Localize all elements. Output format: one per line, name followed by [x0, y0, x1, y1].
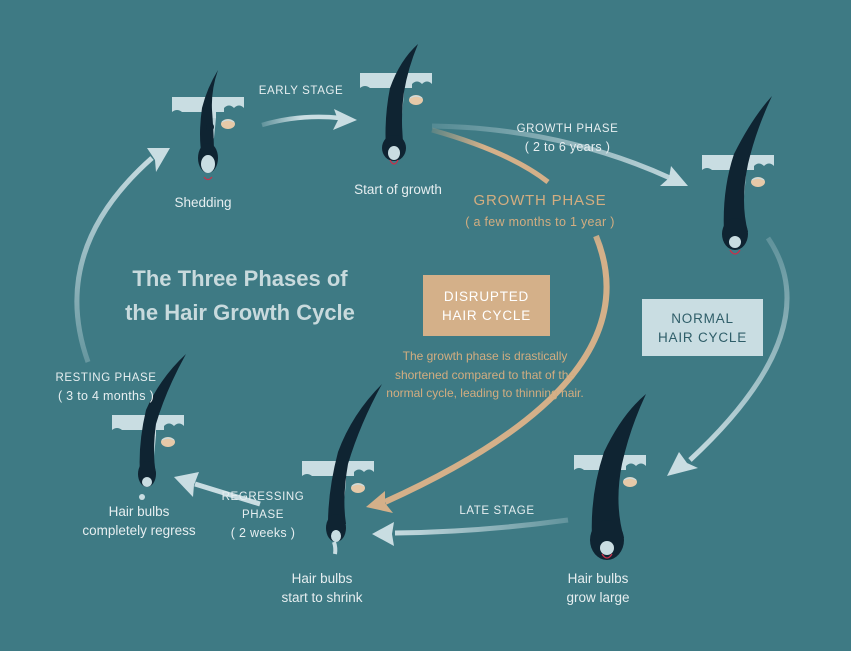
- disrupted-hair-cycle-box: DISRUPTED HAIR CYCLE: [423, 275, 550, 336]
- arrow-late-stage-head: [372, 522, 394, 546]
- arrow-to-late-stage: [688, 236, 790, 462]
- label-grow-large-line-1: Hair bulbs: [567, 571, 629, 586]
- label-regressing-duration: ( 2 weeks ): [230, 526, 296, 540]
- label-resting-phase-duration: ( 3 to 4 months ): [57, 389, 155, 403]
- label-grow-large-line-2: grow large: [566, 590, 630, 605]
- follicle-regress: [111, 354, 186, 500]
- label-late-stage: LATE STAGE: [459, 505, 535, 517]
- normal-hair-cycle-box: NORMAL HAIR CYCLE: [642, 299, 763, 356]
- label-growth-phase: GROWTH PHASE ( 2 to 6 years ): [500, 120, 635, 156]
- arrow-early-stage-head: [333, 109, 357, 130]
- label-shrink-line-2: start to shrink: [281, 590, 363, 605]
- follicle-start-of-growth: [359, 44, 433, 165]
- label-disrupted-growth-phase: GROWTH PHASE ( a few months to 1 year ): [450, 190, 630, 232]
- arrow-resting-phase: [74, 156, 154, 363]
- arrow-growth-phase-head: [660, 166, 688, 186]
- label-resting-phase-name: RESTING PHASE: [55, 372, 157, 384]
- label-early-stage: EARLY STAGE: [258, 85, 344, 97]
- label-growth-phase-name: GROWTH PHASE: [516, 123, 619, 135]
- disrupted-box-label: DISRUPTED HAIR CYCLE: [441, 288, 532, 323]
- follicle-grow-large: [573, 394, 647, 560]
- label-shrink: Hair bulbs start to shrink: [252, 569, 392, 607]
- label-growth-phase-duration: ( 2 to 6 years ): [524, 140, 611, 154]
- label-disrupted-phase-name: GROWTH PHASE: [473, 192, 607, 209]
- arrow-to-late-stage-head: [667, 452, 698, 476]
- follicle-shrink: [301, 384, 382, 555]
- label-regress-line-2: completely regress: [82, 523, 196, 538]
- arrow-early-stage: [261, 114, 341, 128]
- label-resting-phase: RESTING PHASE ( 3 to 4 months ): [38, 369, 174, 405]
- diagram-title: The Three Phases of the Hair Growth Cycl…: [90, 262, 390, 330]
- disrupted-arc-head: [366, 491, 393, 513]
- disrupted-arc-top: [431, 127, 550, 184]
- arrow-regressing-phase: [194, 481, 261, 507]
- arrow-growth-phase: [431, 123, 672, 181]
- label-shedding: Shedding: [174, 195, 232, 210]
- label-regressing-phase: REGRESSING PHASE ( 2 weeks ): [208, 488, 318, 542]
- follicle-mature: [701, 96, 775, 255]
- label-start-of-growth: Start of growth: [354, 182, 442, 197]
- label-regressing-line-2: PHASE: [242, 509, 284, 521]
- follicle-shedding: [171, 70, 245, 181]
- normal-box-label: NORMAL HAIR CYCLE: [657, 310, 748, 345]
- label-regress-line-1: Hair bulbs: [108, 504, 170, 519]
- title-line-1: The Three Phases of: [132, 266, 348, 291]
- arrow-regressing-phase-head: [174, 472, 199, 497]
- disrupted-note: The growth phase is drastically shortene…: [386, 349, 584, 400]
- arrow-resting-phase-head: [147, 148, 170, 172]
- label-shrink-line-1: Hair bulbs: [291, 571, 353, 586]
- label-grow-large: Hair bulbs grow large: [538, 569, 658, 607]
- label-disrupted-duration: ( a few months to 1 year ): [465, 215, 615, 229]
- title-line-2: the Hair Growth Cycle: [125, 300, 355, 325]
- label-regressing-line-1: REGRESSING: [221, 491, 305, 503]
- label-regress: Hair bulbs completely regress: [64, 502, 214, 540]
- arrow-late-stage: [394, 517, 569, 536]
- disrupted-arc: [383, 234, 610, 505]
